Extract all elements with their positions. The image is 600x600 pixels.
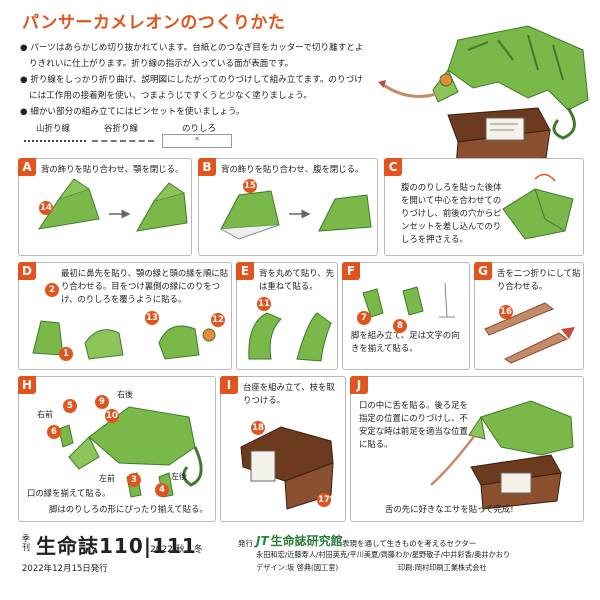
issue-date: 2022年12月15日発行 [22, 564, 108, 574]
step-d-diagram [32, 320, 216, 360]
part-number: 7 [357, 311, 371, 325]
valley-fold-line [92, 140, 154, 142]
part-number: 2 [45, 283, 59, 297]
legend-mountain: 山折り線 [36, 124, 71, 134]
step-d-panel: D 最初に鼻先を貼り、顎の縁と頭の縁を順に貼り合わせる。目をつけ裏側の縁にのりを… [18, 262, 232, 370]
jt-logo: JT [256, 534, 269, 548]
step-i-diagram [240, 426, 334, 510]
step-label: B [198, 158, 216, 176]
step-b-diagram [220, 190, 372, 240]
step-label: D [18, 262, 36, 280]
magazine-title: 生命誌110|111 [36, 534, 197, 558]
step-caption: 腹ののりしろを貼った後体を開いて中心を合わせてのりづけし、前後の穴からピンセット… [401, 182, 502, 244]
part-number: 14 [39, 201, 53, 215]
magazine-issue: 2022 秋・冬 [150, 545, 203, 555]
step-caption: 最初に鼻先を貼り、顎の縁と頭の縁を順に貼り合わせる。目をつけ裏側の縁にのりをつけ… [61, 268, 229, 304]
part-number: 17 [317, 493, 331, 507]
step-a-panel: A 背の飾りを貼り合わせ、顎を閉じる。 14 [18, 158, 192, 256]
part-number: 8 [393, 319, 407, 333]
step-caption: 口の中に舌を貼る。後ろ足を指定の位置にのりづけし、不安定な時は前足を適当な位置に… [359, 400, 468, 449]
note-2: ● 折り線をしっかり折り曲げ、説明図にしたがってのりづけして組み立てます。のりづ… [20, 75, 363, 101]
step-caption: 背を丸めて貼り、先は重ねて貼る。 [259, 268, 335, 291]
part-number: 13 [145, 311, 159, 325]
step-b-panel: B 背の飾りを貼り合わせ、腹を閉じる。 15 [198, 158, 378, 256]
step-caption: 背の飾りを貼り合わせ、顎を閉じる。 [41, 164, 184, 174]
page-title: パンサーカメレオンのつくりかた [22, 13, 286, 33]
step-g-panel: G 舌を二つ折りにして貼り合わせる。 16 [474, 262, 584, 370]
organization-description: 表現を通して生きものを考えるセクター [342, 539, 477, 548]
note-3: ● 細かい部分の組み立てにはピンセットを使いましょう。 [20, 107, 245, 117]
part-number: 4 [155, 483, 169, 497]
step-caption: 脚はのりしろの形にぴったり揃えて貼る。 [49, 504, 208, 514]
publisher-label: 発行 [238, 539, 253, 548]
colophon: 季刊 生命誌110|111 2022 秋・冬 2022年12月15日発行 発行 … [0, 528, 600, 600]
step-i-panel: I 台座を組み立て、枝を取りつける。 18 17 [220, 376, 346, 522]
label-left-back: 左後 [171, 472, 187, 481]
step-e-panel: E 背を丸めて貼り、先は重ねて貼る。 11 [236, 262, 338, 370]
print-credit: 印刷:岡村印刷工業株式会社 [398, 563, 487, 572]
step-caption: 台座を組み立て、枝を取りつける。 [243, 382, 335, 405]
part-number: 18 [251, 421, 265, 435]
step-label: E [236, 262, 254, 280]
part-number: 6 [47, 425, 61, 439]
magazine-quarterly: 季刊 [22, 534, 30, 552]
step-f-diagram [362, 282, 455, 318]
note-1: ● パーツはあらかじめ切り抜かれています。台紙とのつなぎ目をカッターで切り離すと… [20, 43, 364, 69]
intro-notes: ● パーツはあらかじめ切り抜かれています。台紙とのつなぎ目をカッターで切り離すと… [20, 40, 370, 120]
part-number: 3 [127, 473, 141, 487]
part-number: 15 [243, 179, 257, 193]
step-label: C [384, 158, 402, 176]
step-label: I [220, 376, 238, 394]
label-left-front: 左前 [99, 474, 115, 483]
step-j-panel: J 口の中に舌を貼る。後ろ足を指定の位置にのりづけし、不安定な時は前足を適当な位… [350, 376, 584, 522]
step-caption: 背の飾りを貼り合わせ、腹を閉じる。 [221, 164, 364, 174]
step-a-diagram [37, 178, 188, 232]
step-caption: 口の縁を揃えて貼る。 [27, 488, 111, 498]
label-right-front: 右前 [37, 410, 53, 419]
label-right-back: 右後 [117, 390, 133, 399]
part-number: 1 [59, 347, 73, 361]
step-label: H [18, 376, 36, 394]
step-h-panel: H 右後 右前 左前 左後 5 9 10 6 3 4 口の縁を揃えて貼る。 脚は… [18, 376, 216, 522]
staff-list: 永田和宏/近藤寿人/村田英克/平川美夏/齊藤わか/星野敬子/中井彩香/奥井かおり [256, 550, 511, 559]
chameleon-hero-illustration [378, 25, 589, 167]
part-number: 9 [95, 395, 109, 409]
step-label: G [474, 262, 492, 280]
step-caption: 脚を組み立て、足は文字の向きを揃えて貼る。 [351, 330, 460, 353]
part-number: 16 [499, 305, 513, 319]
step-e-diagram [248, 312, 332, 362]
step-g-diagram [484, 302, 575, 364]
step-c-diagram [502, 173, 574, 240]
part-number: 12 [211, 313, 225, 327]
design-credit: デザイン:坂 啓典(図工室) [256, 563, 339, 572]
legend-glue: のりしろ [182, 124, 217, 134]
glue-tab-sample: * [162, 134, 232, 148]
step-label: J [350, 376, 368, 394]
step-c-panel: C 腹ののりしろを貼った後体を開いて中心を合わせてのりづけし、前後の穴からピンセ… [384, 158, 584, 256]
step-j-diagram [430, 400, 574, 510]
legend-valley: 谷折り線 [104, 124, 139, 134]
step-caption: 舌を二つ折りにして貼り合わせる。 [497, 268, 581, 291]
part-number: 11 [257, 297, 271, 311]
step-label: F [342, 262, 360, 280]
step-caption: 舌の先に好きなエサを貼って完成! [385, 504, 514, 514]
part-number: 5 [63, 399, 77, 413]
part-number: 10 [105, 409, 119, 423]
step-f-panel: F 脚を組み立て、足は文字の向きを揃えて貼る。 7 8 [342, 262, 470, 370]
step-label: A [18, 158, 36, 176]
mountain-fold-line [24, 140, 86, 142]
